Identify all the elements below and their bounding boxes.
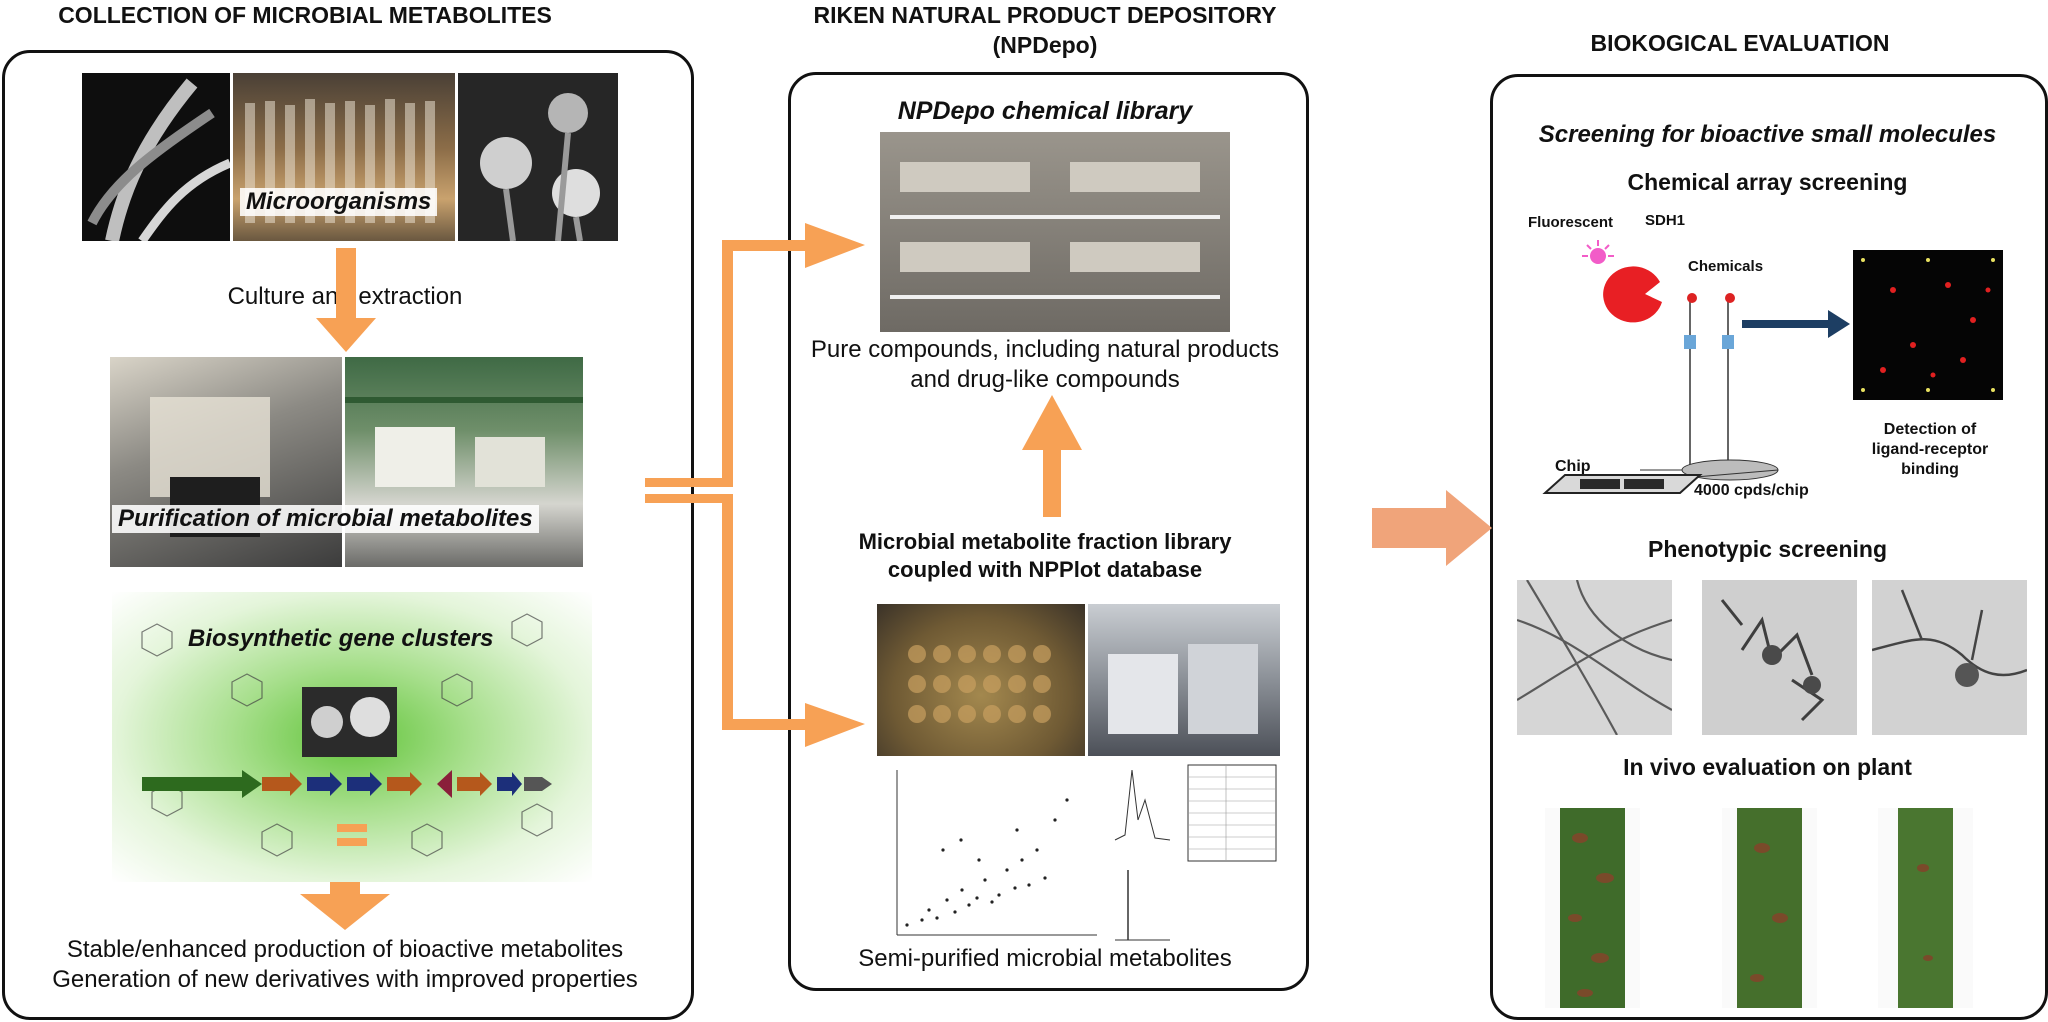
label-cpds-per-chip: 4000 cpds/chip [1694, 482, 1809, 499]
microorganism-photo-hyphae [82, 73, 230, 241]
array-schematic [1542, 240, 1850, 494]
leaf-1-graphic [1560, 808, 1625, 1008]
arrow-npdepo-to-evaluation [1372, 490, 1492, 566]
fraction-instrument-photo [1088, 604, 1280, 756]
label-stable-line2: Generation of new derivatives with impro… [52, 966, 638, 993]
label-detection-line1: Detection of [1883, 421, 1977, 438]
label-stable-production: Stable/enhanced production of bioactive … [10, 935, 680, 995]
label-sdh1: SDH1 [1645, 212, 1686, 229]
label-gene-clusters: Biosynthetic gene clusters [188, 625, 494, 652]
hyphae-graphic [87, 78, 230, 241]
label-stable-line1: Stable/enhanced production of bioactive … [66, 936, 624, 963]
arrow-collection-to-npdepo [645, 223, 865, 747]
arrow-fraction-to-pure [1022, 395, 1082, 517]
leaf-3-graphic [1898, 808, 1953, 1008]
culture-tubes-graphic [245, 99, 435, 223]
plate-wells-graphic [908, 645, 1051, 723]
arrow-genes-to-production [300, 882, 390, 930]
leaf-photo-1 [1545, 808, 1640, 1008]
npplot-scatter-plot [877, 760, 1102, 950]
gene-cluster-figure [112, 592, 592, 882]
leaf-photo-2 [1722, 808, 1817, 1008]
label-microorganisms: Microorganisms [240, 188, 438, 216]
lcms-instrument-graphic [1108, 644, 1258, 734]
label-purification: Purification of microbial metabolites [112, 505, 539, 533]
label-fraction-line2: coupled with NPPlot database [887, 557, 1203, 582]
phenotype-photo-1 [1517, 580, 1672, 735]
label-fraction-library: Microbial metabolite fraction library co… [800, 528, 1290, 584]
phenotype-photo-2 [1702, 580, 1857, 735]
conidiophores-graphic [480, 93, 600, 241]
npdepo-library-photo [880, 132, 1230, 332]
label-chemicals: Chemicals [1688, 258, 1764, 275]
label-in-vivo: In vivo evaluation on plant [1623, 754, 1912, 780]
label-pure-line2: and drug-like compounds [910, 366, 1180, 393]
leaf-photo-3 [1878, 808, 1973, 1008]
label-detection: Detection of ligand-receptor binding [1840, 420, 2020, 480]
label-pure-compounds: Pure compounds, including natural produc… [800, 335, 1290, 395]
label-chemical-array: Chemical array screening [1627, 169, 1908, 195]
purification-lab-graphic [345, 397, 583, 487]
arrow-culture-to-purification [316, 248, 376, 352]
header-npdepo-line2: (NPDepo) [992, 32, 1098, 58]
leaf-2-graphic [1737, 808, 1802, 1008]
gene-arrows [142, 770, 552, 798]
phenotype-photo-3 [1872, 580, 2027, 735]
hyphae-abnormal-graphic-2 [1872, 589, 2027, 687]
label-npdepo-library: NPDepo chemical library [897, 97, 1193, 125]
array-scan-spots [1861, 258, 1995, 392]
header-collection: COLLECTION OF MICROBIAL METABOLITES [58, 2, 552, 28]
hyphae-normal-graphic [1517, 580, 1672, 735]
microorganism-photo-conidiophores [458, 73, 618, 241]
label-fluorescent: Fluorescent [1528, 214, 1614, 231]
header-biological-evaluation: BIOKOGICAL EVALUATION [1590, 30, 1890, 56]
fraction-plate-photo [877, 604, 1085, 756]
npplot-chromatogram [1110, 760, 1280, 950]
label-phenotypic: Phenotypic screening [1647, 536, 1887, 562]
library-racks-graphic [890, 162, 1220, 299]
label-fraction-line1: Microbial metabolite fraction library [858, 529, 1232, 554]
label-chip: Chip [1555, 458, 1591, 475]
array-arrow-shaft [1742, 320, 1832, 328]
header-npdepo-line1: RIKEN NATURAL PRODUCT DEPOSITORY [813, 2, 1277, 28]
label-semi-purified: Semi-purified microbial metabolites [858, 945, 1232, 972]
header-npdepo: RIKEN NATURAL PRODUCT DEPOSITORY (NPDepo… [745, 0, 1345, 60]
sdh1-protein-shape [1603, 266, 1662, 323]
npplot-scatter-graphic [896, 770, 1097, 936]
label-detection-line3: binding [1901, 461, 1959, 478]
label-screening-title: Screening for bioactive small molecules [1538, 121, 1997, 148]
chromatogram-graphic [1114, 764, 1277, 941]
hyphae-abnormal-graphic-1 [1720, 599, 1825, 722]
array-scan-image [1853, 250, 2003, 400]
gene-cluster-graphic [141, 613, 553, 857]
label-pure-line1: Pure compounds, including natural produc… [810, 336, 1280, 363]
label-detection-line2: ligand-receptor [1871, 441, 1989, 458]
